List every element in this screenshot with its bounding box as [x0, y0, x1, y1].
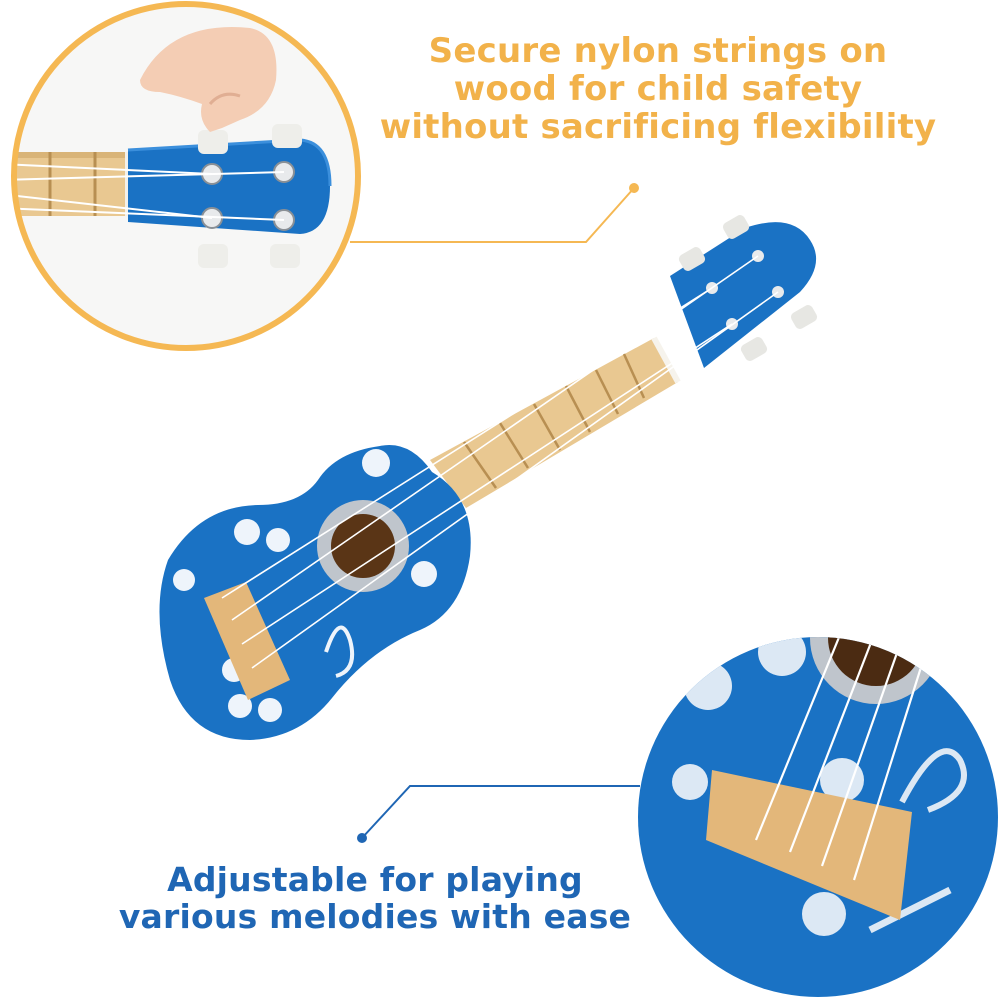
caption-bottom: Adjustable for playing various melodies … — [118, 860, 632, 936]
callout-line-bottom — [357, 785, 640, 843]
headstock-closeup — [11, 1, 361, 351]
callout-line-top — [350, 183, 639, 243]
caption-top: Secure nylon strings on wood for child s… — [379, 31, 937, 148]
bridge-closeup — [638, 637, 998, 997]
ukulele-icon — [159, 215, 818, 740]
